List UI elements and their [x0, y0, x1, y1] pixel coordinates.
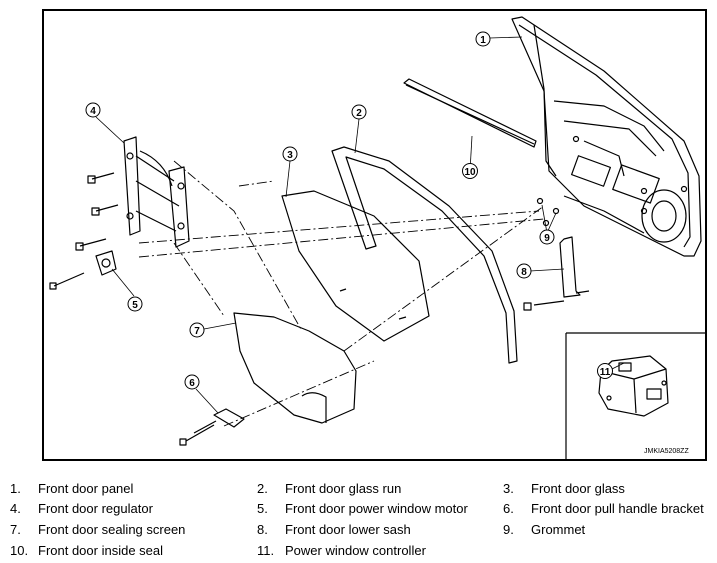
callout-3: 3 — [282, 146, 298, 162]
legend-label: Front door sealing screen — [38, 522, 186, 537]
svg-text:1: 1 — [480, 35, 486, 46]
exploded-diagram: 1 2 3 4 5 6 7 8 — [42, 9, 707, 461]
legend-item-1: 1. Front door panel — [10, 481, 133, 496]
callout-9: 9 — [539, 229, 555, 245]
svg-text:7: 7 — [194, 326, 200, 337]
callout-5: 5 — [127, 296, 143, 312]
legend-item-2: 2. Front door glass run — [257, 481, 401, 496]
legend-label: Front door lower sash — [285, 522, 411, 537]
callout-10: 10 — [462, 163, 478, 179]
front-door-sealing-screen-drawing — [233, 312, 357, 424]
legend-number: 5. — [257, 501, 268, 516]
legend-number: 4. — [10, 501, 21, 516]
legend-number: 10. — [10, 543, 29, 558]
legend-label: Front door glass — [531, 481, 625, 496]
legend-label: Front door power window motor — [285, 501, 468, 516]
front-door-pull-handle-bracket-drawing — [179, 408, 245, 446]
power-window-motor-drawing — [95, 250, 117, 276]
legend-label: Front door glass run — [285, 481, 402, 496]
callout-2: 2 — [351, 104, 367, 120]
legend-number: 2. — [257, 481, 268, 496]
regulator-bolts — [49, 172, 119, 290]
legend-number: 6. — [503, 501, 514, 516]
legend-item-9: 9. Grommet — [503, 522, 585, 537]
svg-text:9: 9 — [544, 233, 550, 244]
legend-item-8: 8. Front door lower sash — [257, 522, 411, 537]
legend-item-7: 7. Front door sealing screen — [10, 522, 185, 537]
front-door-lower-sash-drawing — [523, 236, 590, 311]
front-door-glass-drawing — [281, 190, 430, 342]
svg-text:2: 2 — [356, 108, 362, 119]
legend-label: Front door inside seal — [38, 543, 164, 558]
legend-number: 1. — [10, 481, 21, 496]
svg-text:8: 8 — [521, 267, 527, 278]
callout-7: 7 — [189, 322, 205, 338]
legend-item-3: 3. Front door glass — [503, 481, 625, 496]
grommet-drawing — [536, 197, 560, 227]
callout-4: 4 — [85, 102, 101, 118]
front-door-glass-run-drawing — [331, 146, 518, 364]
legend-number: 7. — [10, 522, 21, 537]
front-door-panel-drawing — [511, 16, 702, 257]
svg-text:6: 6 — [189, 378, 195, 389]
legend-label: Grommet — [531, 522, 586, 537]
legend-item-11: 11. Power window controller — [257, 543, 426, 558]
callout-markers: 1 2 3 4 5 6 7 8 — [85, 31, 613, 390]
image-code: JMKIA5208ZZ — [644, 448, 689, 455]
callout-11: 11 — [597, 363, 613, 379]
legend-number: 11. — [257, 543, 275, 558]
legend-item-6: 6. Front door pull handle bracket — [503, 501, 704, 516]
legend-item-10: 10. Front door inside seal — [10, 543, 163, 558]
callout-1: 1 — [475, 31, 491, 47]
legend-label: Front door regulator — [38, 501, 153, 516]
legend-number: 9. — [503, 522, 514, 537]
svg-text:11: 11 — [600, 367, 611, 378]
callout-6: 6 — [184, 374, 200, 390]
legend-label: Power window controller — [285, 543, 426, 558]
legend-label: Front door pull handle bracket — [531, 501, 704, 516]
front-door-regulator-drawing — [123, 136, 190, 248]
legend-item-4: 4. Front door regulator — [10, 501, 153, 516]
legend-item-5: 5. Front door power window motor — [257, 501, 468, 516]
svg-text:5: 5 — [132, 300, 138, 311]
legend-label: Front door panel — [38, 481, 134, 496]
diagram-svg: 1 2 3 4 5 6 7 8 — [49, 16, 705, 459]
front-door-inside-seal-drawing — [403, 78, 537, 148]
svg-text:3: 3 — [287, 150, 293, 161]
callout-8: 8 — [516, 263, 532, 279]
power-window-controller-inset — [565, 332, 705, 459]
legend-number: 3. — [503, 481, 514, 496]
legend-number: 8. — [257, 522, 268, 537]
parts-legend: 1. Front door panel 2. Front door glass ru… — [0, 476, 717, 563]
svg-text:4: 4 — [90, 106, 96, 117]
svg-text:10: 10 — [464, 167, 476, 178]
